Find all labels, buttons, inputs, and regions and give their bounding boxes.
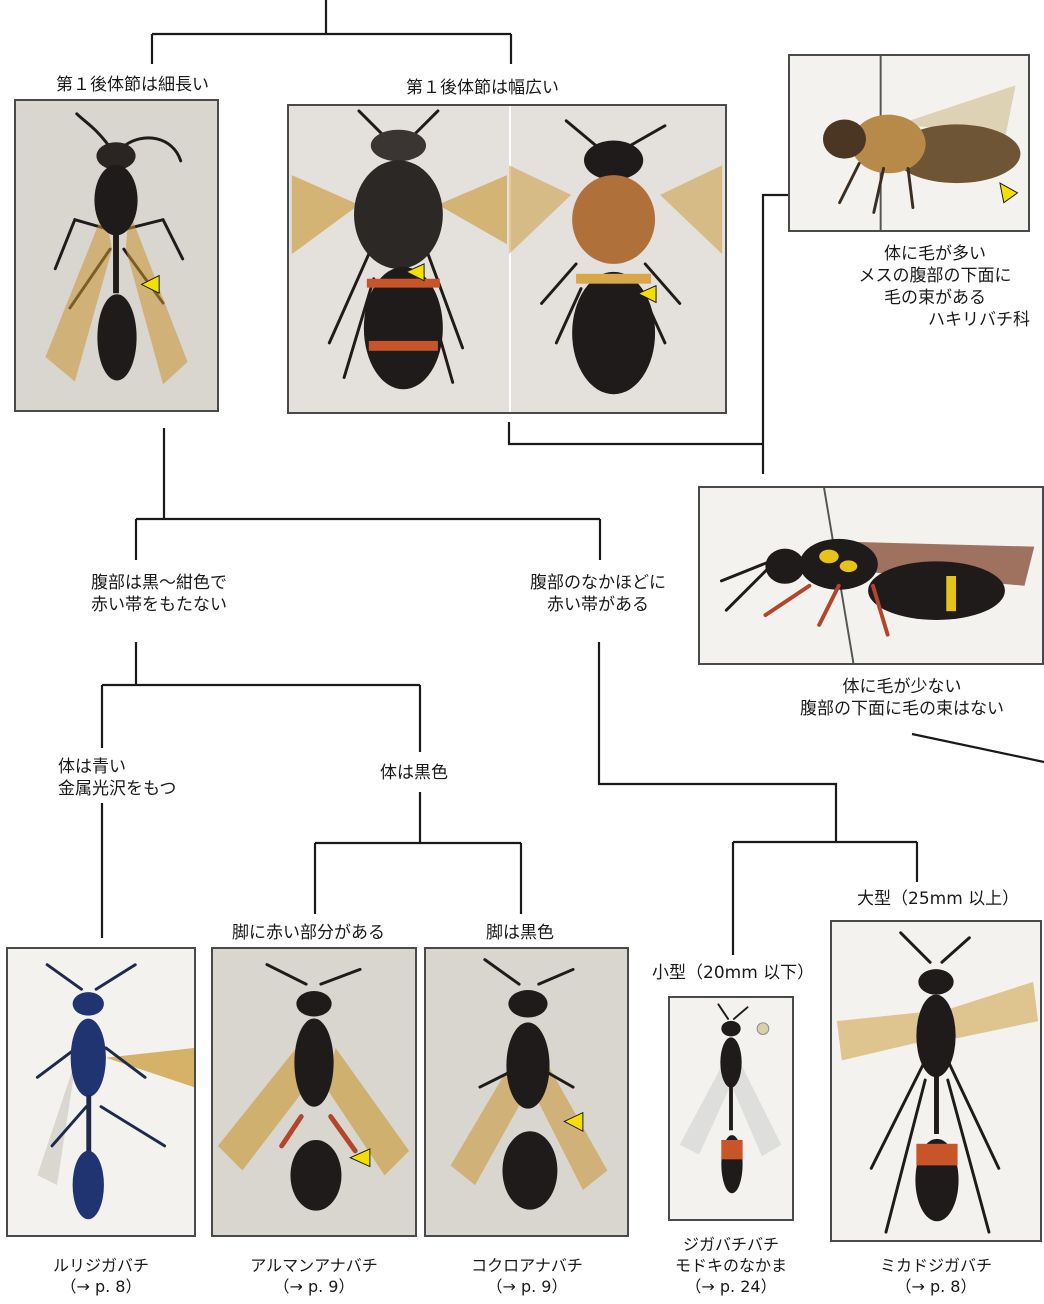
yellow-spotted-wasp-icon [700,488,1042,663]
species-name: ミカドジガバチ [838,1255,1034,1276]
species-page-ref: （→ p. 9） [430,1276,624,1297]
species-page-ref: （→ p. 9） [216,1276,412,1297]
photo-hairy-bee [788,54,1030,232]
label-abdomen-red-band: 腹部のなかほどに 赤い帯がある [512,572,684,616]
caption-species-rurijigabachi: ルリジガバチ （→ p. 8） [10,1255,192,1297]
photo-species-mikadojigabachi [830,920,1042,1242]
large-thread-waisted-wasp-icon [832,922,1040,1240]
label-body-blue: 体は青い 金属光沢をもつ [58,756,176,800]
label-first-segment-slender: 第１後体節は細長い [56,74,209,96]
photo-not-hairy-wasp [698,486,1044,665]
pointer-arrow-icon [426,949,627,1235]
photo-species-jigabachimodoki [668,996,794,1221]
label-small-size: 小型（20mm 以下） [652,962,814,984]
photo-species-kokuroanabachi [424,947,629,1237]
species-name: モドキのなかま [650,1255,812,1276]
label-hairy-body: 体に毛が多い メスの腹部の下面に 毛の束がある ハキリバチ科 [840,243,1030,331]
species-name: ルリジガバチ [10,1255,192,1276]
species-page-ref: （→ p. 24） [650,1276,812,1297]
label-large-size: 大型（25mm 以上） [857,888,1019,910]
pointer-arrow-icon [790,56,1028,230]
black-body-branch-line [315,792,521,914]
label-legs-black: 脚は黒色 [486,922,554,944]
caption-species-jigabachimodoki: ジガバチバチ モドキのなかま （→ p. 24） [650,1234,812,1297]
species-name: ジガバチバチ [650,1234,812,1255]
pointer-arrow-icon [16,101,217,410]
caption-species-mikadojigabachi: ミカドジガバチ （→ p. 8） [838,1255,1034,1297]
species-name: コクロアナバチ [430,1255,624,1276]
species-name: アルマンアナバチ [216,1255,412,1276]
blue-metallic-wasp-icon [8,949,194,1235]
label-not-hairy: 体に毛が少ない 腹部の下面に毛の束はない [782,676,1022,720]
label-legs-red: 脚に赤い部分がある [232,922,385,944]
caption-species-kokuroanabachi: コクロアナバチ （→ p. 9） [430,1255,624,1297]
slender-to-abdomen-line [136,428,600,560]
no-band-branch-line [102,642,420,752]
root-branch-line [152,0,511,64]
caption-species-arumananabachi: アルマンアナバチ （→ p. 9） [216,1255,412,1297]
pointer-arrow-icon [289,106,725,412]
photo-slender-waist-wasp [14,99,219,412]
photo-species-rurijigabachi [6,947,196,1237]
label-first-segment-broad: 第１後体節は幅広い [406,77,559,99]
species-page-ref: （→ p. 8） [838,1276,1034,1297]
label-abdomen-no-band: 腹部は黒〜紺色で 赤い帯をもたない [68,572,250,616]
pointer-arrow-icon [213,949,415,1235]
photo-broad-waist-wasps [287,104,727,414]
photo-species-arumananabachi [211,947,417,1237]
label-body-black: 体は黒色 [380,762,448,784]
species-page-ref: （→ p. 8） [10,1276,192,1297]
not-hairy-exit-line [912,734,1044,762]
small-thread-waisted-wasp-icon [670,998,792,1219]
